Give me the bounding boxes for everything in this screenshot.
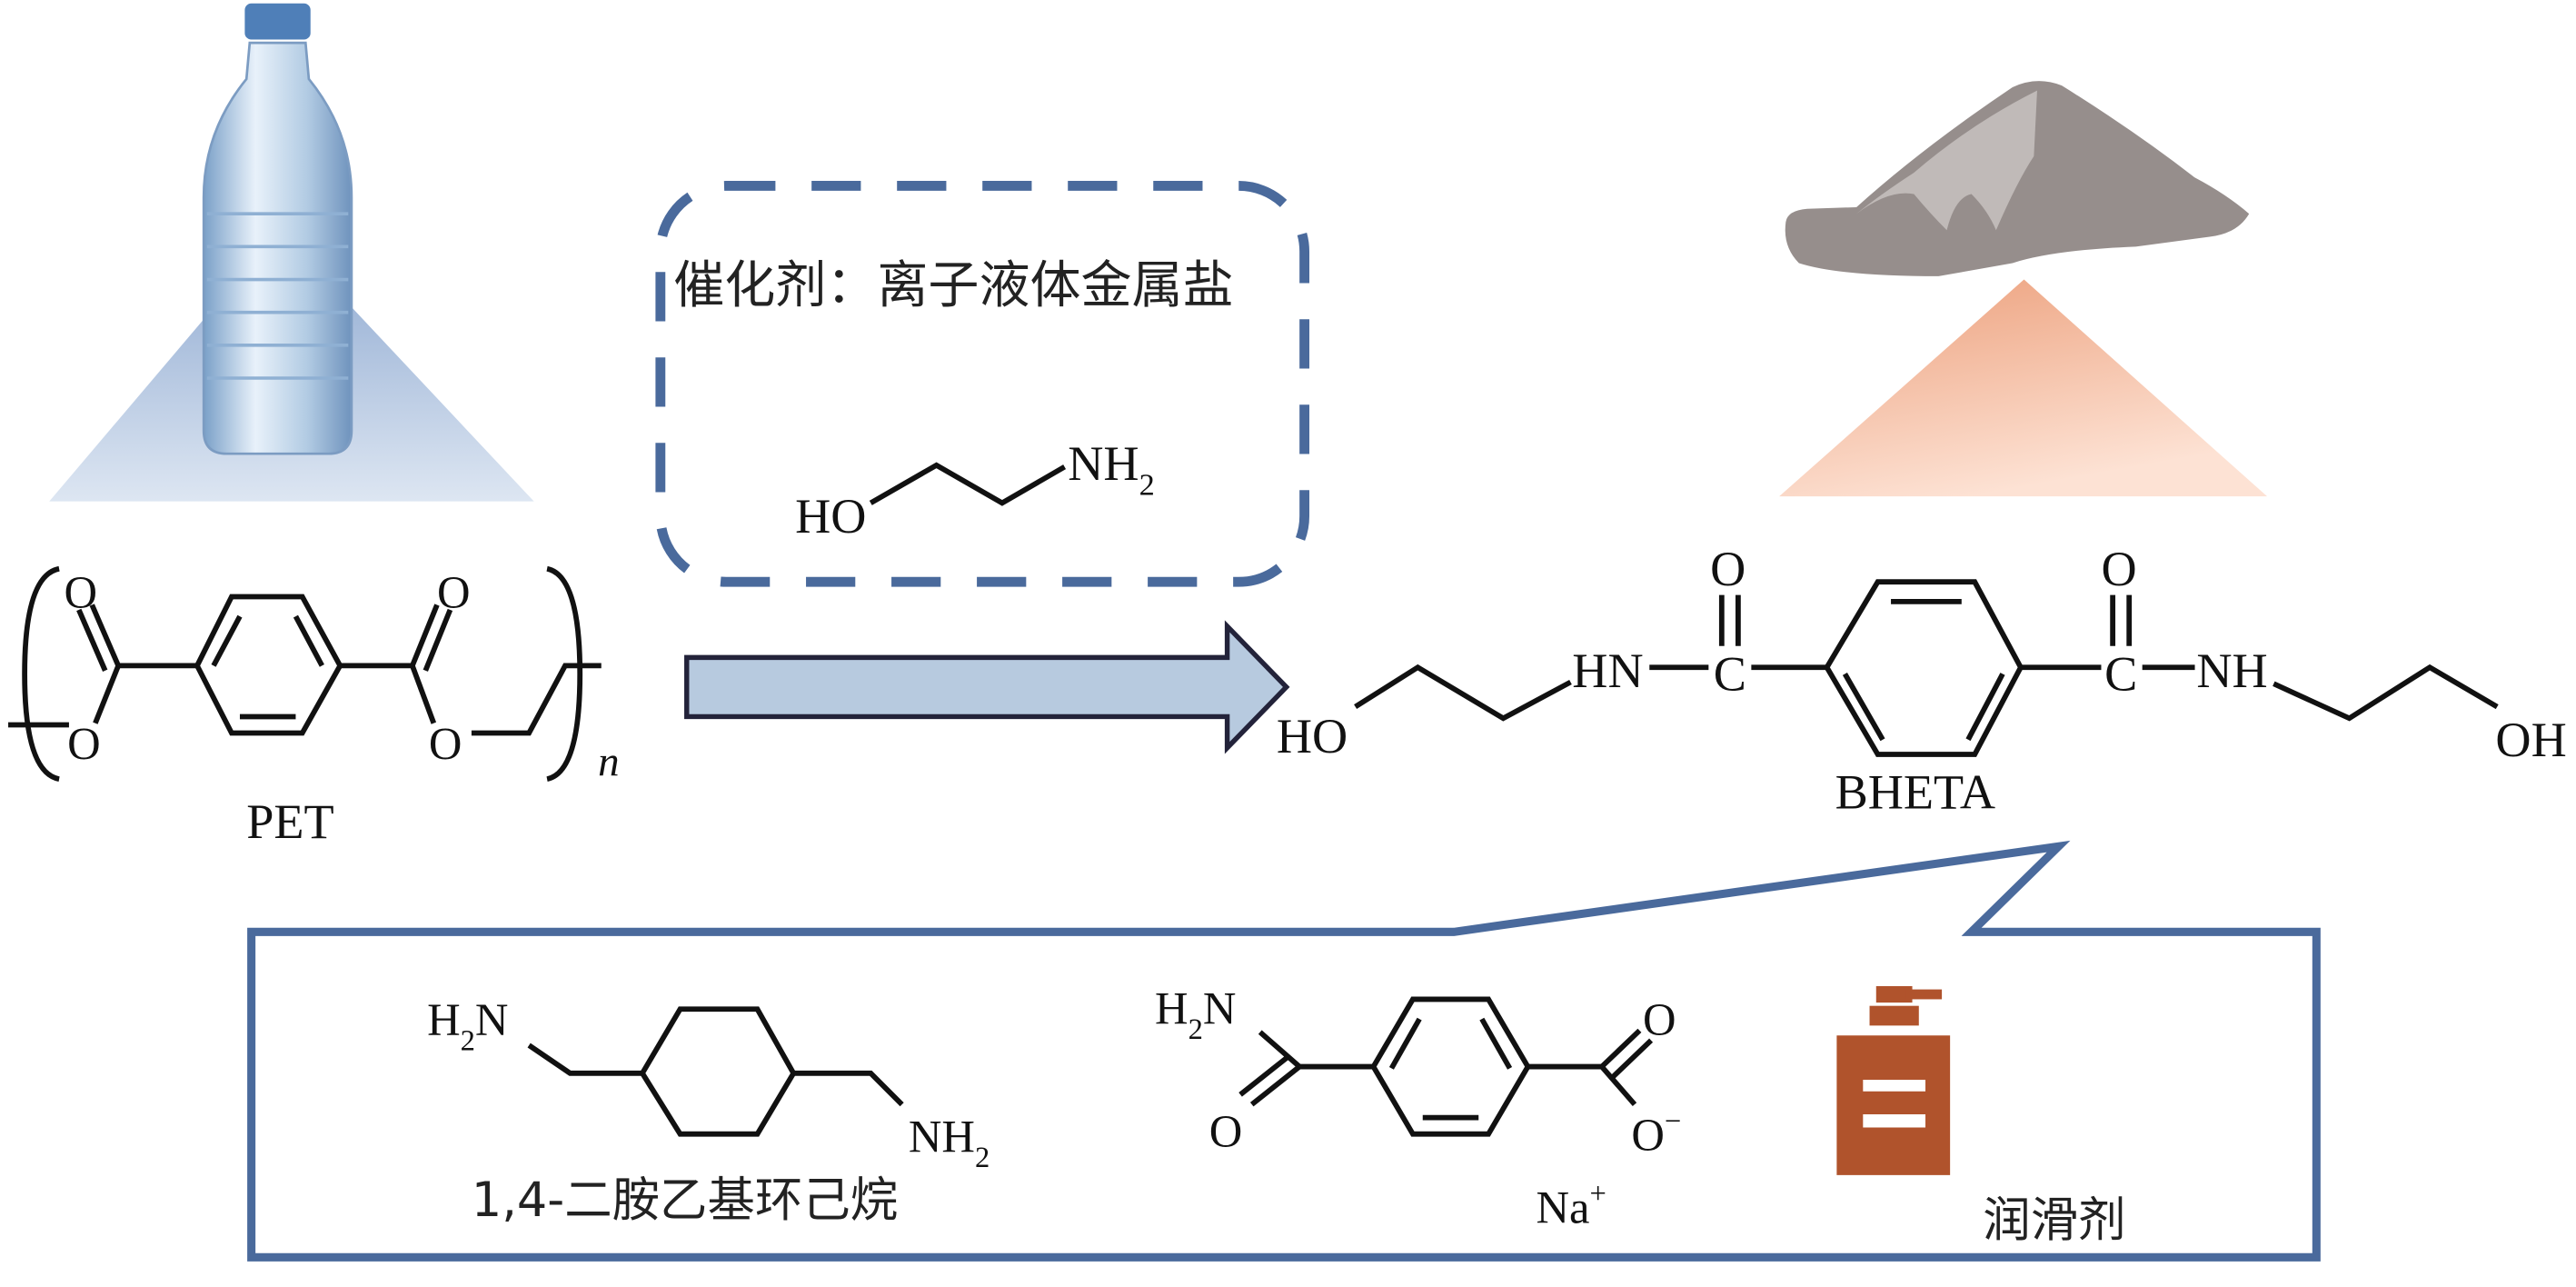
diamine-h2n: H2N bbox=[427, 994, 508, 1057]
pet-structure: O O O O n PET bbox=[8, 565, 620, 849]
sodium-carbamoylbenzoate-structure: H2N O O O− Na+ bbox=[1155, 983, 1681, 1233]
powder-light-cone bbox=[1779, 279, 2268, 497]
bheta-o1: O bbox=[1710, 542, 1746, 596]
pet-o-top-right: O bbox=[437, 567, 471, 618]
catalyst-label: 催化剂：离子液体金属盐 bbox=[673, 256, 1233, 315]
diamine-label: 1,4-二胺乙基环己烷 bbox=[472, 1172, 898, 1228]
bheta-label: BHETA bbox=[1835, 765, 1995, 820]
benzoate-h2n: H2N bbox=[1155, 983, 1236, 1046]
pet-bottle-illustration bbox=[49, 3, 534, 502]
bheta-structure: HO HN C O C O NH OH BHETA bbox=[1277, 542, 2567, 820]
pet-label: PET bbox=[246, 794, 333, 849]
bheta-c1: C bbox=[1714, 647, 1746, 702]
ho-label: HO bbox=[795, 489, 866, 544]
bottle-cap-icon bbox=[244, 3, 311, 40]
lubricant: 润滑剂 bbox=[1836, 985, 2126, 1248]
sodium-ion: Na+ bbox=[1537, 1178, 1606, 1233]
catalyst-box: 催化剂：离子液体金属盐 HO NH2 bbox=[655, 181, 1310, 587]
diamine-nh2: NH2 bbox=[909, 1112, 990, 1174]
bheta-c2: C bbox=[2104, 647, 2137, 702]
pet-o-bottom-right: O bbox=[429, 718, 462, 769]
ethanolamine-structure: HO NH2 bbox=[795, 436, 1155, 544]
pet-o-top-left: O bbox=[65, 567, 98, 618]
reaction-arrow bbox=[684, 620, 1290, 754]
pet-n-subscript: n bbox=[598, 739, 620, 786]
bheta-oh: OH bbox=[2495, 713, 2566, 767]
bheta-ho: HO bbox=[1277, 709, 1348, 763]
lubricant-label: 润滑剂 bbox=[1983, 1192, 2125, 1248]
powder-highlight bbox=[1856, 90, 2037, 231]
powder-illustration bbox=[1779, 81, 2268, 497]
benzoate-o-minus: O− bbox=[1631, 1105, 1681, 1161]
pet-o-bottom-left: O bbox=[67, 718, 101, 769]
diamine-structure: H2N NH2 1,4-二胺乙基环己烷 bbox=[427, 994, 990, 1228]
nh2-label: NH2 bbox=[1068, 436, 1155, 502]
benzoate-carbonyl-o: O bbox=[1643, 994, 1676, 1045]
benzoate-amide-o: O bbox=[1209, 1106, 1243, 1157]
products-callout-box bbox=[247, 840, 2321, 1262]
bheta-nh: NH bbox=[2196, 644, 2267, 698]
bheta-hn: HN bbox=[1572, 644, 1643, 698]
lubricant-bottle-icon bbox=[1836, 985, 1951, 1175]
bheta-o2: O bbox=[2101, 542, 2136, 596]
